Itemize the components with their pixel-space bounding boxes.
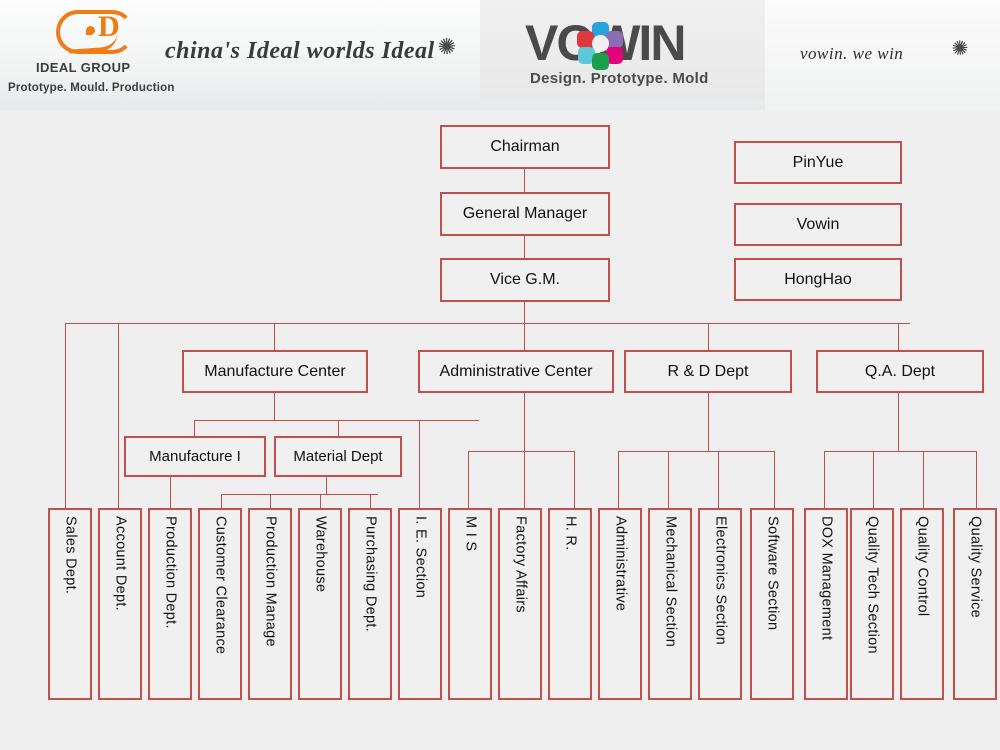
node-administrative-center[interactable]: Administrative Center (418, 350, 614, 393)
drop-mc-material (338, 420, 339, 436)
node-hr[interactable]: H. R. (548, 508, 592, 700)
connector-admin-down (524, 393, 525, 451)
node-qa-dept[interactable]: Q.A. Dept (816, 350, 984, 393)
petal-magenta (606, 47, 623, 64)
ideal-letter-d: D (98, 10, 120, 43)
drop-bus-sales (65, 323, 66, 508)
drop-material-warehouse (320, 494, 321, 508)
drop-mc-ie-section (419, 420, 420, 508)
node-general-manager[interactable]: General Manager (440, 192, 610, 236)
drop-qa-qualityservice (976, 451, 977, 508)
node-vice-gm[interactable]: Vice G.M. (440, 258, 610, 302)
node-material-dept[interactable]: Material Dept (274, 436, 402, 477)
node-factory-affairs[interactable]: Factory Affairs (498, 508, 542, 700)
ideal-group-name: IDEAL GROUP (36, 60, 131, 75)
bus-level2 (65, 323, 910, 324)
petal-purple (606, 31, 623, 48)
ideal-group-logo-icon: D (52, 8, 152, 56)
drop-rd-electronics (718, 451, 719, 508)
bus-manufacture-center (194, 420, 479, 421)
petal-green (592, 53, 609, 70)
drop-material-prodmanage (270, 494, 271, 508)
connector-material-down (326, 477, 327, 494)
drop-admin-hr (574, 451, 575, 508)
node-manufacture-center[interactable]: Manufacture Center (182, 350, 368, 393)
connector-qa-down (898, 393, 899, 451)
node-quality-service[interactable]: Quality Service (953, 508, 997, 700)
ideal-group-tagline: Prototype. Mould. Production (8, 82, 175, 94)
drop-admin-factory (524, 451, 525, 508)
node-brand-honghao[interactable]: HongHao (734, 258, 902, 301)
ideal-ring-shape (56, 10, 134, 54)
petal-blue (592, 22, 609, 39)
drop-rd-mechanical (668, 451, 669, 508)
bus-rd-dept (618, 451, 774, 452)
drop-rd-administrative (618, 451, 619, 508)
header-right-panel (765, 0, 1000, 110)
node-dox-management[interactable]: DOX Management (804, 508, 848, 700)
drop-bus-manufacture-center (274, 323, 275, 350)
node-mechanical-section[interactable]: Mechanical Section (648, 508, 692, 700)
node-ie-section[interactable]: I. E. Section (398, 508, 442, 700)
drop-bus-account (118, 323, 119, 508)
node-rd-dept[interactable]: R & D Dept (624, 350, 792, 393)
vowin-logo-icon: VOWIN Design. Prototype. Mold (525, 14, 745, 94)
bus-material-dept (221, 494, 378, 495)
node-sales-dept[interactable]: Sales Dept. (48, 508, 92, 700)
drop-bus-administrative-center (524, 323, 525, 350)
right-slogan-text: vowin. we win (800, 44, 904, 63)
drop-manufacture1-production (170, 477, 171, 508)
drop-material-customer (221, 494, 222, 508)
node-brand-pinyue[interactable]: PinYue (734, 141, 902, 184)
node-production-dept[interactable]: Production Dept. (148, 508, 192, 700)
node-chairman[interactable]: Chairman (440, 125, 610, 169)
drop-bus-qa-dept (898, 323, 899, 350)
node-account-dept[interactable]: Account Dept. (98, 508, 142, 700)
drop-qa-dox (824, 451, 825, 508)
drop-qa-qualitycontrol (923, 451, 924, 508)
vowin-subtitle: Design. Prototype. Mold (530, 70, 709, 87)
drop-qa-qualitytech (873, 451, 874, 508)
node-brand-vowin[interactable]: Vowin (734, 203, 902, 246)
connector-mc-down (274, 393, 275, 420)
drop-mc-manufacture1 (194, 420, 195, 436)
header-left-panel (0, 0, 480, 110)
node-administrative[interactable]: Administrative (598, 508, 642, 700)
drop-bus-rd-dept (708, 323, 709, 350)
bus-administrative-center (468, 451, 574, 452)
petal-red (577, 31, 594, 48)
node-electronics-section[interactable]: Electronics Section (698, 508, 742, 700)
drop-rd-software (774, 451, 775, 508)
connector-vicegm-bus (524, 302, 525, 323)
flower-center (592, 35, 609, 52)
node-production-manage[interactable]: Production Manage (248, 508, 292, 700)
node-warehouse[interactable]: Warehouse (298, 508, 342, 700)
bus-qa-dept (824, 451, 976, 452)
connector-rd-down (708, 393, 709, 451)
node-software-section[interactable]: Software Section (750, 508, 794, 700)
connector-gm-vicegm (524, 236, 525, 259)
node-purchasing-dept[interactable]: Purchasing Dept. (348, 508, 392, 700)
node-quality-tech-section[interactable]: Quality Tech Section (850, 508, 894, 700)
petal-cyan (578, 47, 595, 64)
drop-material-purchasing (370, 494, 371, 508)
header-banner: D IDEAL GROUP Prototype. Mould. Producti… (0, 0, 1000, 110)
ideal-dot-shape (86, 26, 95, 35)
connector-chairman-gm (524, 169, 525, 193)
drop-admin-mis (468, 451, 469, 508)
node-mis[interactable]: M I S (448, 508, 492, 700)
left-slogan-text: china's Ideal worlds Ideal (165, 38, 435, 64)
node-customer-clearance[interactable]: Customer Clearance (198, 508, 242, 700)
vowin-flower-shape (577, 22, 623, 70)
node-manufacture-i[interactable]: Manufacture I (124, 436, 266, 477)
node-quality-control[interactable]: Quality Control (900, 508, 944, 700)
